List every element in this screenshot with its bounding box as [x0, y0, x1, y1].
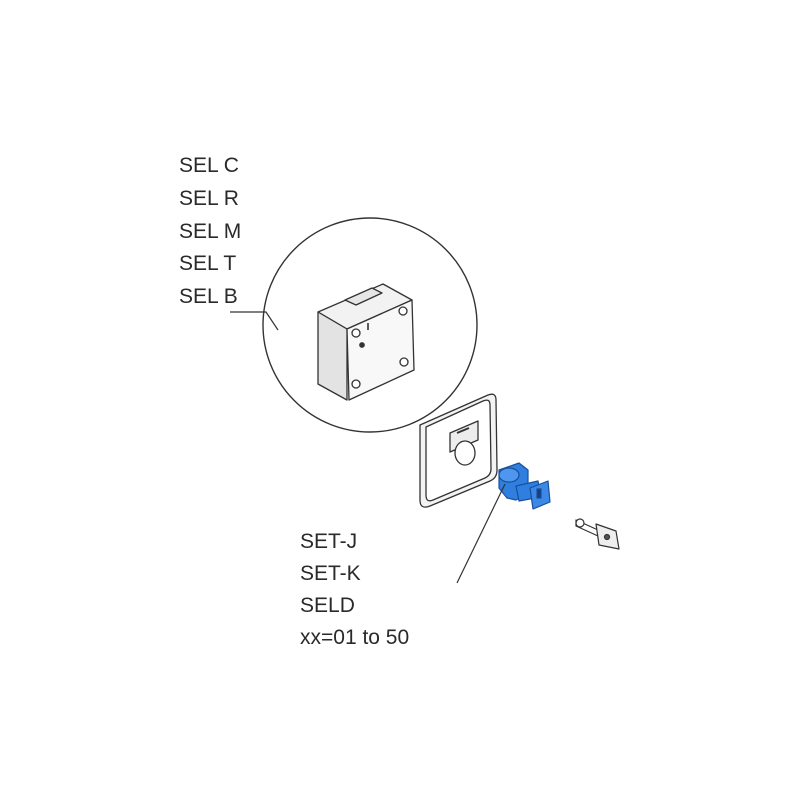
cylinder-lock: [498, 462, 551, 510]
label-sel-t: SEL T: [179, 252, 236, 275]
surface-box: [317, 283, 415, 401]
label-sel-b: SEL B: [179, 285, 238, 308]
detail-circle: [262, 217, 478, 433]
wall-plate: [419, 393, 498, 508]
top-leader-line: [230, 311, 279, 331]
label-sel-r: SEL R: [179, 187, 239, 210]
label-sel-m: SEL M: [179, 220, 241, 243]
label-seld: SELD: [300, 594, 355, 617]
label-set-j: SET-J: [300, 530, 357, 553]
top-callout-labels: SEL C SEL R SEL M SEL T SEL B: [179, 154, 241, 308]
bottom-leader-line: [456, 483, 506, 584]
key: [575, 518, 620, 550]
bottom-callout-labels: SET-J SET-K SELD xx=01 to 50: [300, 530, 409, 649]
label-set-k: SET-K: [300, 562, 361, 585]
label-sel-c: SEL C: [179, 154, 239, 177]
label-range: xx=01 to 50: [300, 626, 409, 649]
